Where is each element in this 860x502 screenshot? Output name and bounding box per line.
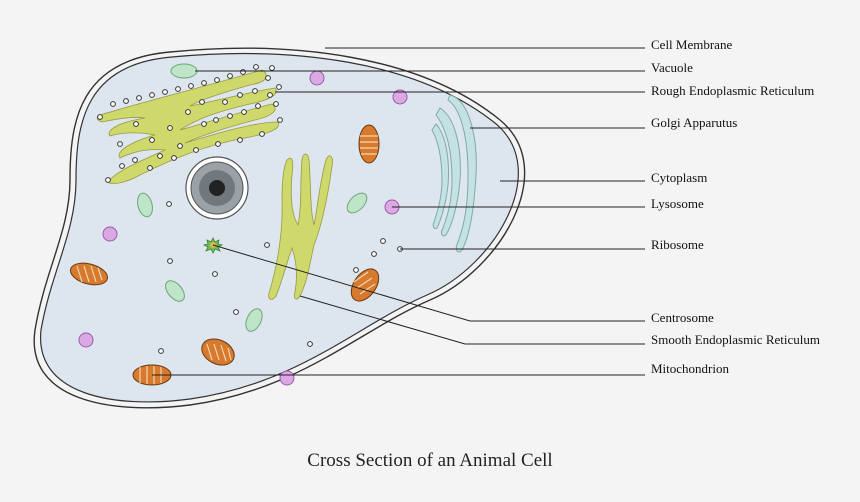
label-vacuole: Vacuole bbox=[651, 60, 693, 75]
label-golgi: Golgi Apparutus bbox=[651, 115, 737, 130]
mitochondrion-3 bbox=[350, 268, 380, 302]
label-lysosome: Lysosome bbox=[651, 196, 704, 211]
label-centrosome: Centrosome bbox=[651, 310, 714, 325]
vacuoles bbox=[137, 63, 368, 332]
free-ribosomes bbox=[158, 201, 403, 354]
mitochondrion-2 bbox=[69, 262, 109, 286]
figure-caption: Cross Section of an Animal Cell bbox=[307, 450, 553, 471]
label-cytoplasm: Cytoplasm bbox=[651, 170, 707, 185]
cell-membrane-outer bbox=[33, 47, 526, 409]
smooth-er bbox=[268, 153, 333, 300]
nucleus bbox=[185, 156, 249, 220]
golgi-apparatus bbox=[431, 94, 477, 253]
rough-er-body bbox=[96, 69, 279, 184]
label-ribosome: Ribosome bbox=[651, 237, 704, 252]
rough-er-ribosomes bbox=[97, 64, 283, 183]
smooth-er-body bbox=[268, 153, 333, 300]
label-smooth-er: Smooth Endoplasmic Reticulum bbox=[651, 332, 820, 347]
label-cell-membrane: Cell Membrane bbox=[651, 37, 732, 52]
label-mitochondrion: Mitochondrion bbox=[651, 361, 729, 376]
mitochondrion-1 bbox=[358, 124, 380, 164]
labels: Cell Membrane Vacuole Rough Endoplasmic … bbox=[651, 37, 820, 376]
mitochondrion-4 bbox=[201, 338, 235, 366]
label-rough-er: Rough Endoplasmic Reticulum bbox=[651, 83, 814, 98]
rough-er bbox=[96, 64, 283, 184]
leader-lines bbox=[152, 47, 645, 376]
